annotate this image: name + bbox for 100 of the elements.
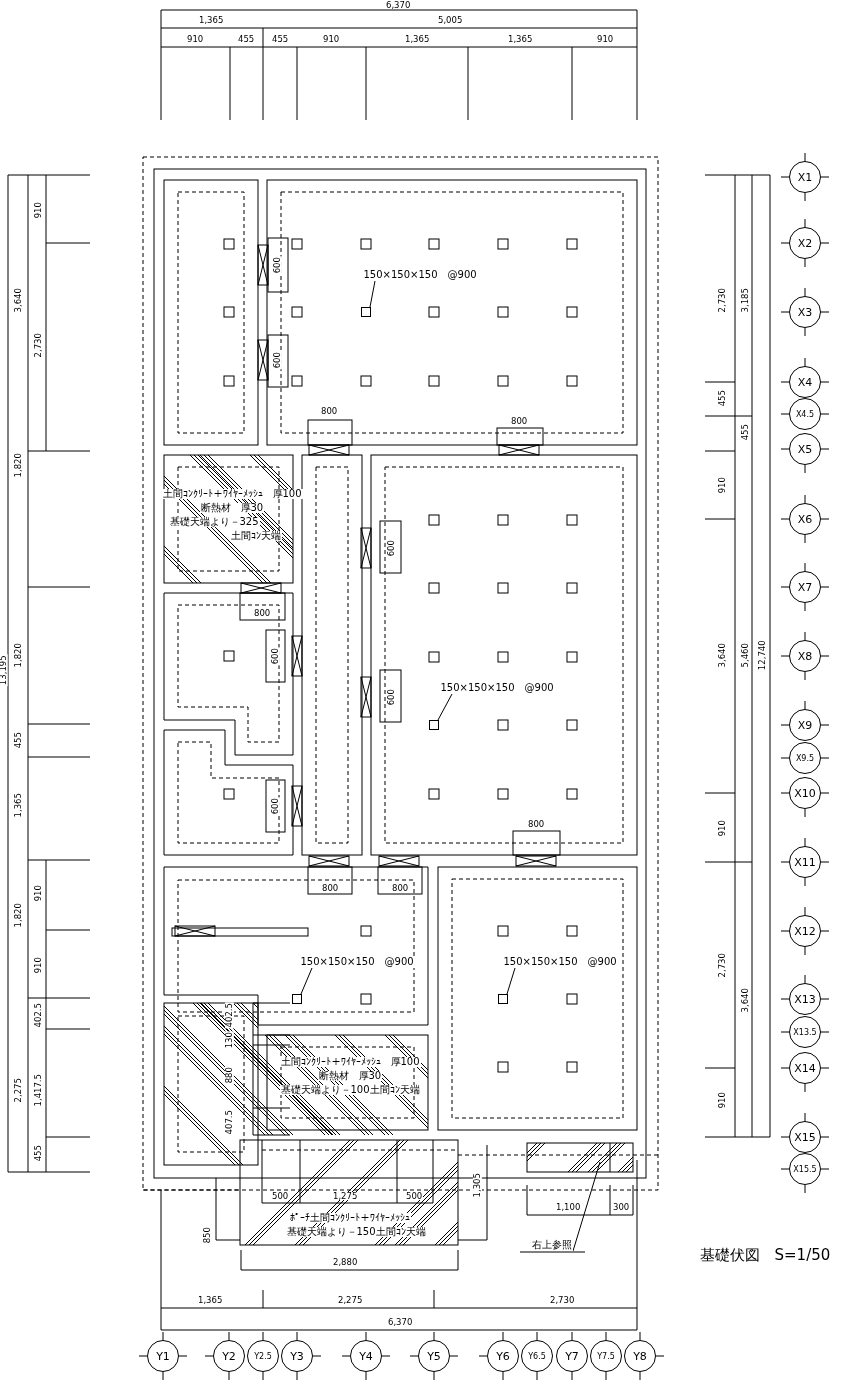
leader-line — [506, 967, 516, 995]
dimension-text: 455 — [237, 34, 256, 43]
leader-line — [369, 280, 376, 308]
grid-bubble: Y6 — [487, 1340, 519, 1372]
dimension-text: 455 — [740, 422, 750, 441]
dimension-text: 6,370 — [387, 1317, 414, 1326]
grid-bubble: X12 — [789, 915, 821, 947]
dimension-text: 600 — [270, 796, 280, 815]
dimension-text: 6,370 — [385, 0, 412, 9]
dimension-text: 1,365 — [13, 791, 23, 818]
dimension-text: 5,460 — [740, 641, 750, 668]
pier-block — [292, 994, 302, 1004]
grid-bubble: Y5 — [418, 1340, 450, 1372]
dimension-text: 500 — [271, 1191, 290, 1200]
pier-block — [429, 720, 439, 730]
grid-bubble: X11 — [789, 846, 821, 878]
grid-bubble: Y6.5 — [521, 1340, 553, 1372]
dimension-text: 2,730 — [33, 331, 43, 358]
pier-size-note: 150×150×150 @900 — [299, 956, 415, 968]
grid-bubble: X2 — [789, 227, 821, 259]
note-text: 土間ｺﾝｸﾘｰﾄ＋ﾜｲﾔｰﾒｯｼｭ 厚100 — [161, 489, 303, 499]
dimension-text: 2,730 — [717, 286, 727, 313]
dimension-text: 600 — [272, 350, 282, 369]
grid-bubble: Y3 — [281, 1340, 313, 1372]
dimension-text: 3,640 — [13, 286, 23, 313]
pier-size-note: 150×150×150 @900 — [502, 956, 618, 968]
note-text: 断熱材 厚30 — [199, 503, 265, 513]
dimension-text: 600 — [386, 538, 396, 557]
dimension-text: 2,730 — [549, 1295, 576, 1304]
grid-bubble: X1 — [789, 161, 821, 193]
note-text: 土間ｺﾝｸﾘｰﾄ＋ﾜｲﾔｰﾒｯｼｭ 厚100 — [279, 1057, 421, 1067]
dimension-text: 910 — [717, 475, 727, 494]
dimension-text: 800 — [253, 608, 272, 617]
grid-bubble: X4.5 — [789, 398, 821, 430]
dimension-text: 880 — [224, 1065, 234, 1084]
grid-bubble: X14 — [789, 1052, 821, 1084]
dimension-text: 3,640 — [717, 641, 727, 668]
dimension-text: 850 — [202, 1225, 212, 1244]
note-text: ﾎﾟｰﾁ土間ｺﾝｸﾘｰﾄ＋ﾜｲﾔｰﾒｯｼｭ — [289, 1213, 411, 1223]
grid-bubble: Y1 — [147, 1340, 179, 1372]
dimension-text: 455 — [33, 1143, 43, 1162]
dimension-text: 910 — [33, 883, 43, 902]
grid-bubble: X5 — [789, 433, 821, 465]
pier-block — [361, 307, 371, 317]
grid-bubble: X7 — [789, 571, 821, 603]
dimension-text: 13,195 — [0, 653, 8, 686]
grid-bubble: X6 — [789, 503, 821, 535]
note-text: 基礎天端より－150土間ｺﾝ天端 — [285, 1227, 427, 1237]
grid-bubble: Y8 — [624, 1340, 656, 1372]
grid-bubble: Y7.5 — [590, 1340, 622, 1372]
pier-block — [498, 994, 508, 1004]
dimension-text: 300 — [612, 1202, 631, 1211]
dimension-text: 2,880 — [332, 1257, 359, 1266]
leader-line — [437, 693, 453, 721]
leader-line — [572, 1161, 601, 1252]
dimension-text: 600 — [386, 687, 396, 706]
dimension-text: 800 — [321, 883, 340, 892]
grid-bubble: Y7 — [556, 1340, 588, 1372]
dimension-text: 910 — [322, 34, 341, 43]
grid-bubble: X15 — [789, 1121, 821, 1153]
note-text: 土間ｺﾝ天端 — [230, 531, 282, 541]
dimension-text: 800 — [391, 883, 410, 892]
dimension-text: 600 — [270, 646, 280, 665]
dimension-text: 5,005 — [437, 15, 464, 24]
dimension-text: 455 — [717, 388, 727, 407]
dimension-text: 1,100 — [555, 1202, 582, 1211]
pier-size-note: 150×150×150 @900 — [439, 682, 555, 694]
dimension-text: 1,365 — [197, 1295, 224, 1304]
dimension-text: 2,730 — [717, 951, 727, 978]
dimension-text: 407.5 — [224, 1108, 234, 1135]
dimension-text: 1,417.5 — [34, 1072, 43, 1107]
dimension-text: 800 — [320, 406, 339, 415]
grid-bubble: Y4 — [350, 1340, 382, 1372]
dimension-text: 3,640 — [740, 986, 750, 1013]
dimension-text: 910 — [33, 955, 43, 974]
grid-bubble: Y2.5 — [247, 1340, 279, 1372]
dimension-text: 600 — [272, 255, 282, 274]
reference-note: 右上参照 — [531, 1239, 573, 1251]
dimension-text: 455 — [271, 34, 290, 43]
note-text: 基礎天端より－100土間ｺﾝ天端 — [279, 1085, 421, 1095]
leader-line — [300, 967, 313, 995]
grid-bubble: X9 — [789, 709, 821, 741]
dimension-text: 1,275 — [332, 1191, 359, 1200]
grid-bubble: X13.5 — [789, 1016, 821, 1048]
dimension-text: 402.5 — [33, 1001, 43, 1028]
dimension-text: 910 — [186, 34, 205, 43]
dimension-text: 12,740 — [757, 638, 767, 671]
dimension-text: 500 — [405, 1191, 424, 1200]
grid-bubble: X15.5 — [789, 1153, 821, 1185]
grid-bubble: X10 — [789, 777, 821, 809]
dimension-text: 1,365 — [198, 15, 225, 24]
grid-bubble: X4 — [789, 366, 821, 398]
dimension-text: 1,820 — [13, 451, 23, 478]
dimension-text: 1,820 — [13, 901, 23, 928]
grid-bubble: X9.5 — [789, 742, 821, 774]
dimension-text: 1,305 — [472, 1171, 482, 1198]
dimension-text: 130 — [224, 1030, 234, 1049]
pier-size-note: 150×150×150 @900 — [362, 269, 478, 281]
dimension-text: 910 — [33, 200, 43, 219]
dimension-text: 1,365 — [404, 34, 431, 43]
